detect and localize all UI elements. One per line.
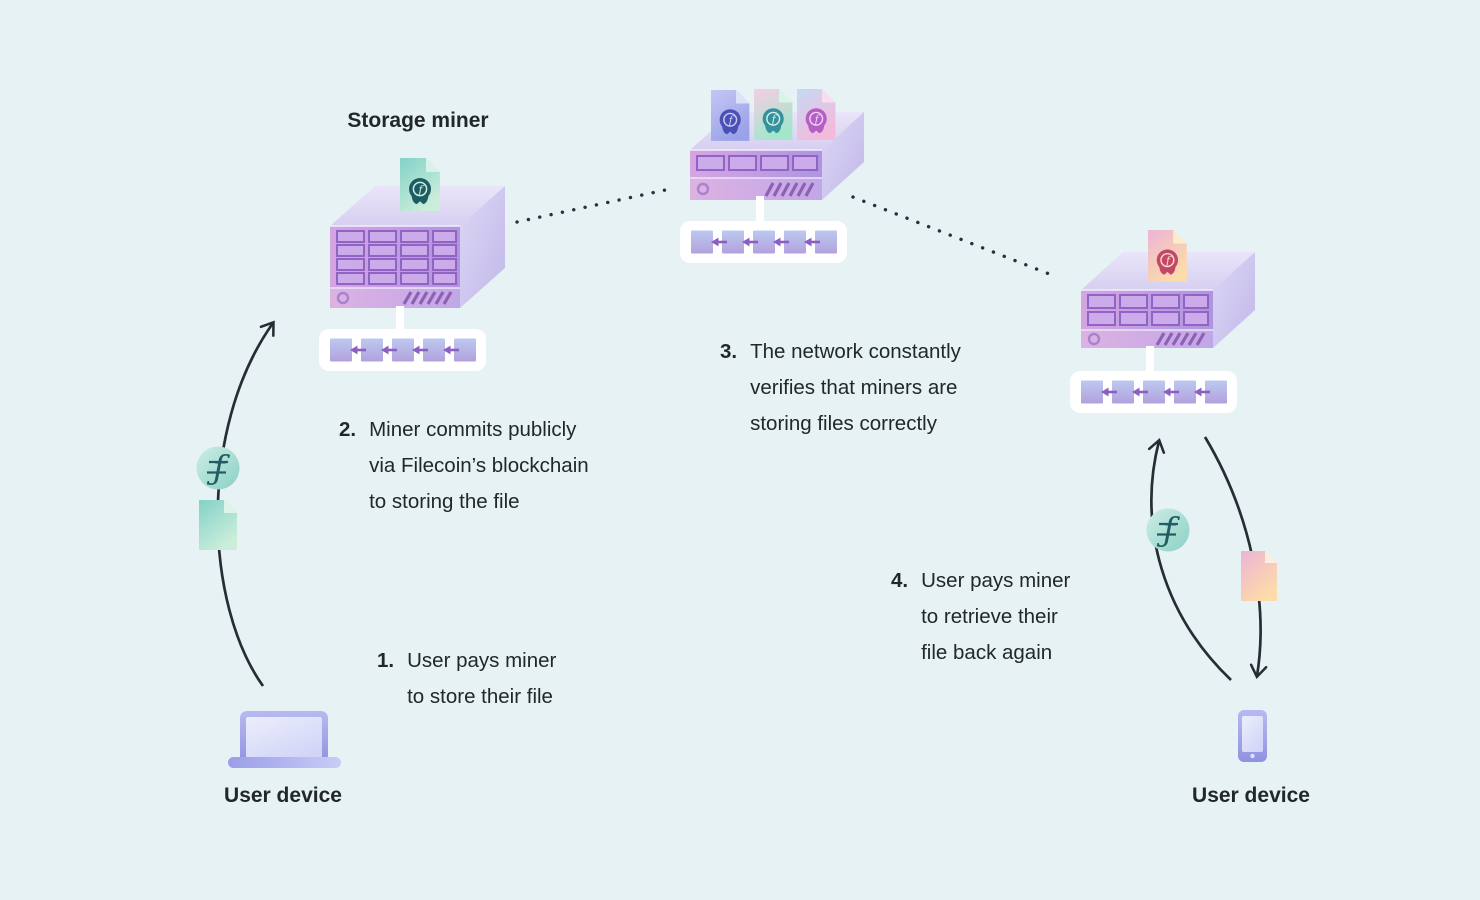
connector-center (756, 196, 764, 224)
svg-text:ƒ: ƒ (415, 183, 424, 197)
step-1: 1. User pays miner to store their file (377, 643, 556, 715)
step-4-line: User pays miner (921, 569, 1071, 592)
blockchain-chain-icon-left (317, 327, 488, 373)
retrieval-server-icon (1081, 252, 1255, 348)
step-2-line: to storing the file (369, 490, 520, 513)
svg-text:ƒ: ƒ (812, 113, 821, 126)
payment-arrow-retrieve (1147, 438, 1232, 681)
svg-text:ƒ: ƒ (769, 113, 778, 126)
step-4-line: file back again (921, 641, 1053, 664)
step-2: 2. Miner commits publicly via Filecoin’s… (339, 412, 589, 520)
blockchain-chain-icon-right (1068, 369, 1239, 415)
smartphone-icon (1238, 710, 1267, 762)
user-device-right-label: User device (1192, 784, 1310, 807)
filecoin-coin-icon-left: ƒ (196, 446, 240, 490)
network-dotted-link-left (515, 187, 672, 224)
step-3-number: 3. (720, 340, 738, 363)
svg-text:ƒ: ƒ (1163, 254, 1172, 267)
step-2-line: via Filecoin’s blockchain (369, 454, 589, 477)
sealed-file-teal-icon: ƒ (400, 158, 440, 211)
connector-left (396, 306, 404, 333)
step-1-line: User pays miner (407, 649, 557, 672)
step-3-line: storing files correctly (750, 412, 937, 435)
sealed-file-red-icon: ƒ (1148, 230, 1187, 282)
step-4: 4. User pays miner to retrieve their fil… (891, 563, 1070, 671)
file-download-icon (1241, 551, 1277, 601)
step-2-number: 2. (339, 418, 357, 441)
storage-miner-label: Storage miner (347, 109, 489, 132)
user-device-left-label: User device (224, 784, 342, 807)
blockchain-chain-icon-center (678, 219, 849, 265)
step-3-line: The network constantly (750, 340, 961, 363)
step-4-number: 4. (891, 569, 909, 592)
filecoin-coin-icon-right: ƒ (1146, 508, 1190, 552)
step-3: 3. The network constantly verifies that … (720, 334, 961, 442)
step-2-line: Miner commits publicly (369, 418, 577, 441)
step-1-line: to store their file (407, 685, 553, 708)
network-dotted-link-right (851, 195, 1059, 279)
laptop-icon (228, 711, 341, 768)
file-upload-icon (199, 500, 237, 550)
svg-text:ƒ: ƒ (726, 114, 735, 127)
step-3-line: verifies that miners are (750, 376, 958, 399)
step-1-number: 1. (377, 649, 395, 672)
step-4-line: to retrieve their (921, 605, 1058, 628)
connector-right (1146, 346, 1154, 374)
sealed-files-center-icon: ƒ ƒ ƒ (711, 89, 836, 141)
